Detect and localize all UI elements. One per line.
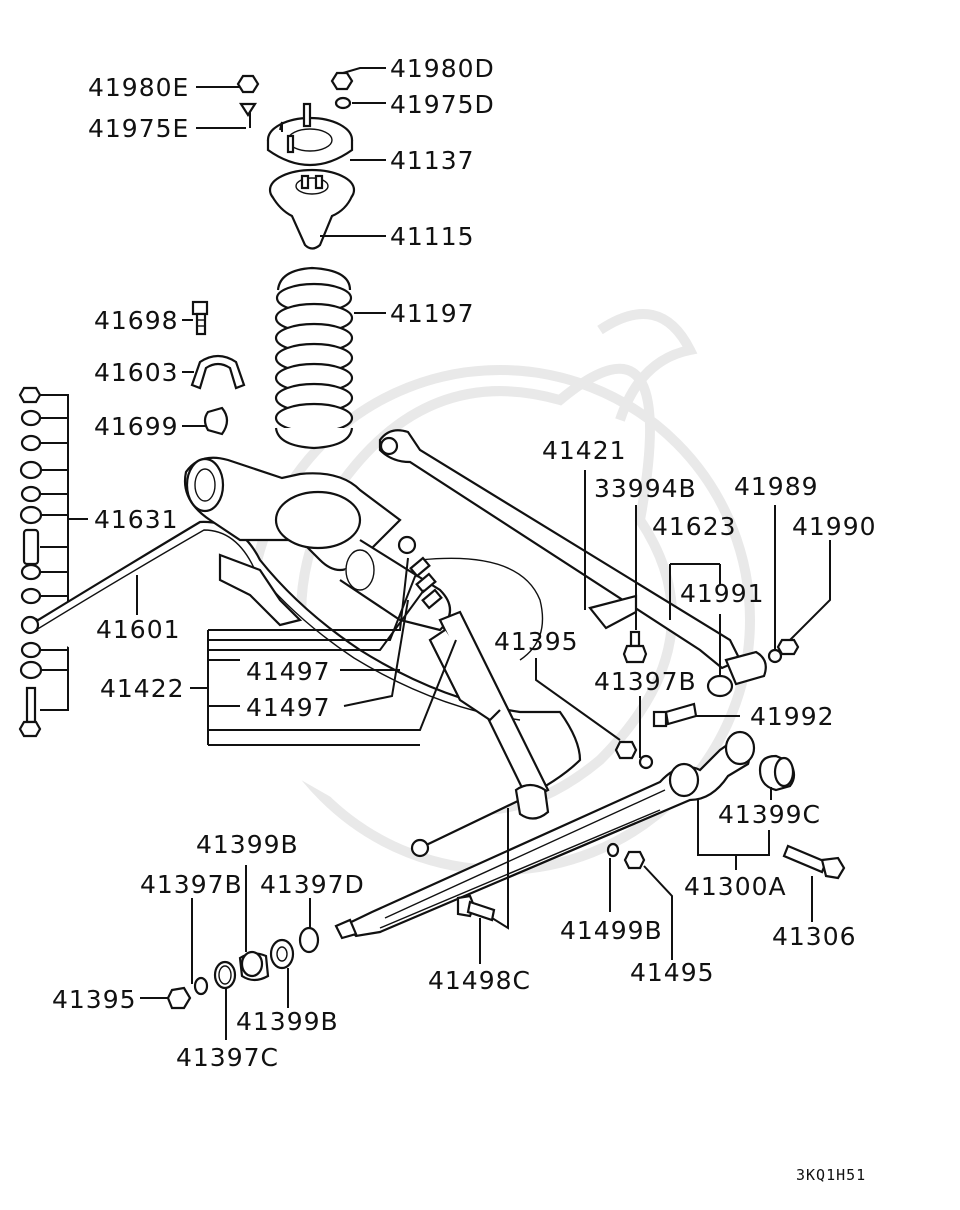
bracket-41603: [190, 354, 246, 390]
label-41989: 41989: [734, 472, 819, 501]
label-41197: 41197: [390, 299, 475, 328]
label-41975E: 41975E: [88, 114, 189, 143]
washer-41397D: [298, 926, 320, 954]
label-41399B-top: 41399B: [196, 830, 299, 859]
label-41698: 41698: [94, 306, 179, 335]
label-41397B-upper: 41397B: [594, 667, 697, 696]
bolt-41498C: [456, 894, 496, 922]
label-41498C: 41498C: [428, 966, 531, 995]
label-41497-b: 41497: [246, 693, 331, 722]
label-41397D: 41397D: [260, 870, 365, 899]
part-labels: 41980E 41975E 41980D 41975D 41137 41115 …: [52, 54, 877, 1184]
label-41497-a: 41497: [246, 657, 331, 686]
label-41395-lower: 41395: [52, 985, 137, 1014]
washer-41975E: [238, 102, 258, 118]
label-41306: 41306: [772, 922, 857, 951]
label-41495: 41495: [630, 958, 715, 987]
axle-housing: [183, 456, 544, 661]
label-41990: 41990: [792, 512, 877, 541]
shock-absorber-41422: [397, 535, 550, 820]
bolt-33994B: [622, 630, 648, 664]
label-41422: 41422: [100, 674, 185, 703]
washer-41499B: [606, 842, 620, 858]
washer-41989: [767, 648, 783, 664]
label-41623: 41623: [652, 512, 737, 541]
label-41397B-lower: 41397B: [140, 870, 243, 899]
bushing-41399C: [758, 754, 796, 792]
label-41603: 41603: [94, 358, 179, 387]
label-41399C: 41399C: [718, 800, 821, 829]
label-41397C: 41397C: [176, 1043, 279, 1072]
label-41992: 41992: [750, 702, 835, 731]
label-41980E: 41980E: [88, 73, 189, 102]
label-41631: 41631: [94, 505, 179, 534]
washer-41397B-lower: [193, 976, 209, 996]
label-41115: 41115: [390, 222, 475, 251]
washer-41975D: [334, 96, 352, 110]
bump-stop-41115: [268, 168, 356, 250]
diagram-code: 3KQ1H51: [796, 1166, 866, 1184]
lower-arm-41300A: [334, 730, 756, 940]
label-41991: 41991: [680, 579, 765, 608]
leader-lines: [140, 67, 831, 1040]
label-41601: 41601: [96, 615, 181, 644]
nut-41395-lower: [166, 986, 192, 1010]
nut-41990: [776, 638, 800, 656]
label-41980D: 41980D: [390, 54, 495, 83]
stabilizer-bar-41601: [20, 520, 582, 858]
label-33994B: 33994B: [594, 474, 697, 503]
nut-41395-upper: [614, 740, 638, 760]
collar-41397C: [213, 960, 237, 990]
nut-41980E: [236, 74, 260, 94]
bushing-41399B-right: [269, 938, 295, 970]
bolt-41698: [191, 300, 209, 336]
nut-41980D: [330, 71, 354, 91]
washer-41397B-upper: [638, 754, 654, 770]
mount-plate-41137: [266, 102, 354, 167]
bushing-41699: [203, 406, 229, 436]
nut-41495: [623, 850, 646, 870]
label-41137: 41137: [390, 146, 475, 175]
label-41499B: 41499B: [560, 916, 663, 945]
label-41421: 41421: [542, 436, 627, 465]
link-stack-41631: [18, 386, 88, 738]
label-41975D: 41975D: [390, 90, 495, 119]
bolt-41306: [782, 844, 846, 880]
coil-spring-41197: [274, 266, 354, 450]
bushing-41399B-left: [238, 950, 270, 982]
label-41395-upper: 41395: [494, 627, 579, 656]
bolt-41992: [652, 702, 698, 728]
label-41300A: 41300A: [684, 872, 787, 901]
label-41699: 41699: [94, 412, 179, 441]
label-41399B-bottom: 41399B: [236, 1007, 339, 1036]
